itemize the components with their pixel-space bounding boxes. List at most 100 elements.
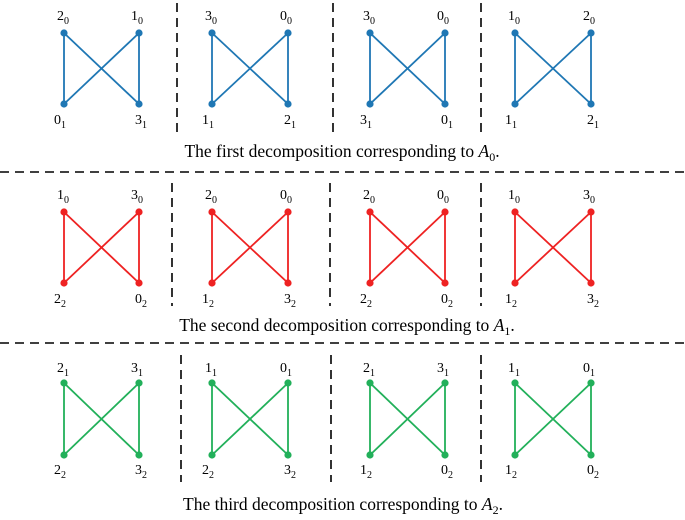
node-subscript: 2 <box>61 470 66 481</box>
graph-node <box>284 379 292 387</box>
node-label: 02 <box>135 292 147 310</box>
node-subscript: 0 <box>287 195 292 206</box>
node-subscript: 2 <box>512 299 517 310</box>
node-label: 30 <box>131 188 143 206</box>
caption-period: . <box>495 141 499 161</box>
graph-node <box>135 208 143 216</box>
node-label: 02 <box>441 463 453 481</box>
node-label: 32 <box>284 292 296 310</box>
node-number: 1 <box>131 9 138 24</box>
graph-node <box>366 379 374 387</box>
graph-node <box>208 100 216 108</box>
graph-node <box>60 29 68 37</box>
node-number: 3 <box>131 361 138 376</box>
node-label: 02 <box>441 292 453 310</box>
graph-node <box>208 208 216 216</box>
node-label: 20 <box>205 188 217 206</box>
node-subscript: 0 <box>138 16 143 27</box>
node-label: 11 <box>205 361 217 379</box>
node-label: 31 <box>360 113 372 131</box>
node-subscript: 0 <box>212 16 217 27</box>
node-number: 2 <box>583 9 590 24</box>
node-subscript: 2 <box>594 299 599 310</box>
node-number: 3 <box>135 463 142 478</box>
node-number: 0 <box>587 463 594 478</box>
node-number: 1 <box>508 188 515 203</box>
node-label: 00 <box>280 9 292 27</box>
node-subscript: 0 <box>370 195 375 206</box>
graph-node <box>284 100 292 108</box>
node-subscript: 0 <box>515 195 520 206</box>
node-label: 20 <box>363 188 375 206</box>
node-number: 0 <box>437 188 444 203</box>
node-subscript: 0 <box>444 195 449 206</box>
node-number: 1 <box>505 292 512 307</box>
node-subscript: 2 <box>448 470 453 481</box>
graph-node <box>366 29 374 37</box>
node-number: 1 <box>202 292 209 307</box>
node-subscript: 0 <box>590 195 595 206</box>
captions: The first decomposition corresponding to… <box>179 141 515 517</box>
node-label: 12 <box>505 463 517 481</box>
node-label: 30 <box>583 188 595 206</box>
graph-node <box>284 208 292 216</box>
node-subscript: 1 <box>448 120 453 131</box>
caption-period: . <box>499 494 503 514</box>
caption-text: The first decomposition corresponding to <box>184 141 478 161</box>
graph-node <box>208 379 216 387</box>
node-label: 01 <box>441 113 453 131</box>
node-number: 2 <box>54 463 61 478</box>
graph-edge <box>211 32 289 105</box>
graph-node <box>587 29 595 37</box>
node-label: 30 <box>363 9 375 27</box>
graph-node <box>208 451 216 459</box>
node-subscript: 2 <box>367 299 372 310</box>
node-label: 00 <box>437 9 449 27</box>
graph-node <box>587 279 595 287</box>
node-number: 3 <box>587 292 594 307</box>
node-subscript: 2 <box>291 470 296 481</box>
graph-edge <box>514 382 592 456</box>
caption-row-3: The third decomposition corresponding to… <box>183 494 503 517</box>
node-label: 10 <box>57 188 69 206</box>
node-subscript: 1 <box>142 120 147 131</box>
node-subscript: 1 <box>291 120 296 131</box>
graph-node <box>60 279 68 287</box>
node-number: 2 <box>57 361 64 376</box>
graph-edge <box>211 211 289 284</box>
graph-node <box>366 100 374 108</box>
node-number: 2 <box>587 113 594 128</box>
dividers <box>0 3 685 482</box>
node-subscript: 0 <box>64 195 69 206</box>
graph-edge <box>63 382 140 456</box>
caption-text: The second decomposition corresponding t… <box>179 315 493 335</box>
node-number: 2 <box>363 361 370 376</box>
graph-node <box>587 208 595 216</box>
node-label: 32 <box>284 463 296 481</box>
graph-node <box>587 451 595 459</box>
node-subscript: 2 <box>367 470 372 481</box>
graph-node <box>511 379 519 387</box>
graph-node <box>135 379 143 387</box>
node-number: 3 <box>360 113 367 128</box>
graph-node <box>60 379 68 387</box>
node-number: 1 <box>57 188 64 203</box>
caption-variable: A <box>481 494 493 514</box>
node-label: 22 <box>54 463 66 481</box>
node-subscript: 0 <box>212 195 217 206</box>
graph-node <box>135 451 143 459</box>
node-label: 11 <box>505 113 517 131</box>
node-number: 3 <box>284 463 291 478</box>
node-subscript: 1 <box>512 120 517 131</box>
graph-node <box>511 451 519 459</box>
node-number: 2 <box>57 9 64 24</box>
node-label: 21 <box>57 361 69 379</box>
